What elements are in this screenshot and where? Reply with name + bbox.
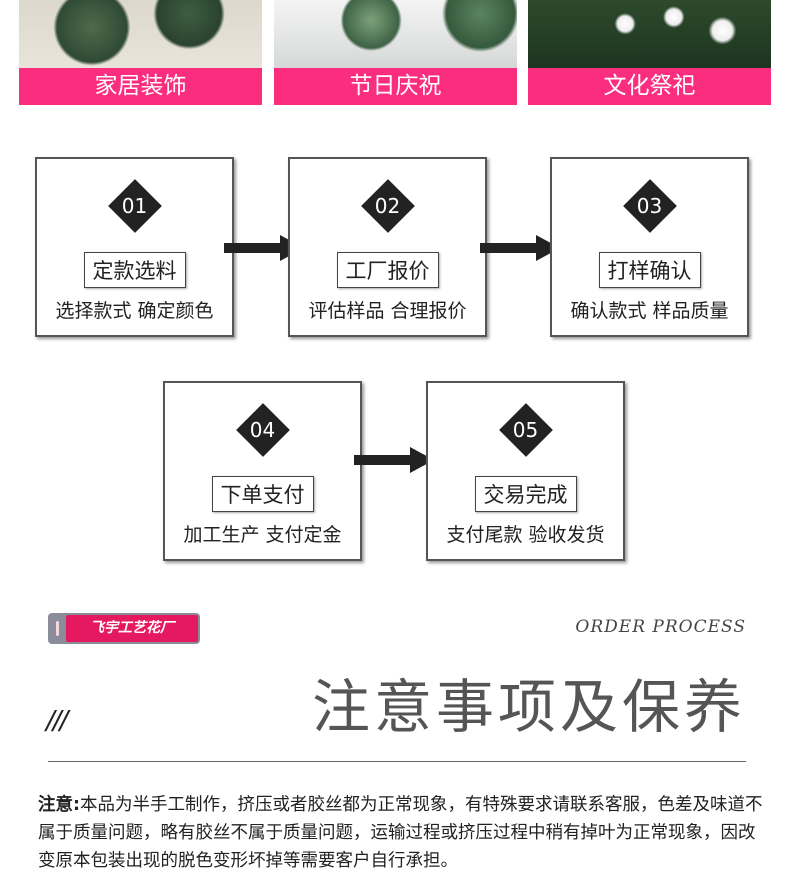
- step-desc: 支付尾款 验收发货: [446, 524, 605, 546]
- brand-badge: 飞宇工艺花厂: [48, 613, 200, 644]
- step-card-4: 04 下单支付加工生产 支付定金: [163, 381, 362, 561]
- step-card-2: 02 工厂报价评估样品 合理报价: [288, 157, 487, 337]
- category-photo: [19, 0, 262, 68]
- step-number: 05: [512, 418, 539, 442]
- step-number: 04: [249, 418, 276, 442]
- step-desc: 加工生产 支付定金: [183, 524, 342, 546]
- slash-decoration: ///: [46, 706, 68, 736]
- arrow-right-icon: [354, 447, 434, 473]
- category-festival: 节日庆祝: [274, 0, 517, 105]
- step-title: 交易完成: [474, 476, 577, 512]
- notice-label: 注意:: [38, 795, 80, 815]
- brand-name: 飞宇工艺花厂: [66, 615, 198, 642]
- arrow-right-icon: [480, 235, 560, 261]
- step-title: 工厂报价: [336, 252, 439, 288]
- category-home-decor: 家居装饰: [19, 0, 262, 105]
- notice-body: 本品为半手工制作，挤压或者胶丝都为正常现象，有特殊要求请联系客服，色差及味道不属…: [38, 795, 763, 871]
- step-desc: 选择款式 确定颜色: [55, 300, 214, 322]
- step-desc: 确认款式 样品质量: [570, 300, 729, 322]
- divider: [48, 761, 746, 762]
- category-photo: [528, 0, 771, 68]
- category-culture: 文化祭祀: [528, 0, 771, 105]
- category-label: 节日庆祝: [274, 68, 517, 105]
- step-number: 03: [636, 194, 663, 218]
- step-number: 01: [121, 194, 148, 218]
- category-label: 文化祭祀: [528, 68, 771, 105]
- category-label: 家居装饰: [19, 68, 262, 105]
- section-title: 注意事项及保养: [311, 673, 746, 741]
- step-number: 02: [374, 194, 401, 218]
- category-photo: [274, 0, 517, 68]
- step-card-5: 05 交易完成支付尾款 验收发货: [426, 381, 625, 561]
- step-title: 下单支付: [211, 476, 314, 512]
- step-title: 打样确认: [598, 252, 701, 288]
- step-title: 定款选料: [83, 252, 186, 288]
- step-card-3: 03 打样确认确认款式 样品质量: [550, 157, 749, 337]
- notice-text: 注意:本品为半手工制作，挤压或者胶丝都为正常现象，有特殊要求请联系客服，色差及味…: [38, 791, 766, 875]
- order-process-label: ORDER PROCESS: [575, 617, 746, 637]
- step-card-1: 01 定款选料选择款式 确定颜色: [35, 157, 234, 337]
- step-desc: 评估样品 合理报价: [308, 300, 467, 322]
